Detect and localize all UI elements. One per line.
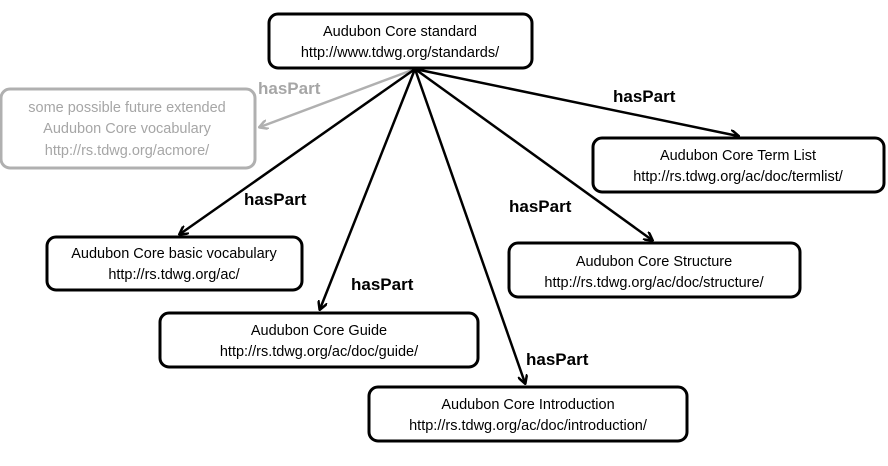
node-title: Audubon Core Term List bbox=[660, 148, 816, 164]
edge-termlist bbox=[414, 67, 738, 136]
node-title: Audubon Core Structure bbox=[576, 254, 732, 270]
node-title: Audubon Core vocabulary bbox=[43, 121, 211, 137]
node-url: http://rs.tdwg.org/acmore/ bbox=[45, 143, 210, 159]
edge-label-intro: hasPart bbox=[526, 350, 589, 369]
node-guide: Audubon Core Guide http://rs.tdwg.org/ac… bbox=[158, 311, 480, 369]
node-title: Audubon Core Introduction bbox=[441, 397, 614, 413]
node-basic: Audubon Core basic vocabulary http://rs.… bbox=[45, 235, 304, 292]
node-url: http://rs.tdwg.org/ac/doc/guide/ bbox=[220, 344, 419, 360]
edge-label-termlist: hasPart bbox=[613, 87, 676, 106]
node-url: http://www.tdwg.org/standards/ bbox=[301, 45, 500, 61]
node-intro: Audubon Core Introduction http://rs.tdwg… bbox=[367, 385, 689, 443]
node-url: http://rs.tdwg.org/ac/doc/introduction/ bbox=[409, 418, 648, 434]
edge-guide bbox=[320, 68, 417, 309]
edge-structure bbox=[414, 67, 652, 240]
node-standard: Audubon Core standard http://www.tdwg.or… bbox=[267, 12, 534, 70]
node-title: Audubon Core Guide bbox=[251, 323, 387, 339]
edge-intro bbox=[413, 68, 525, 383]
node-title: some possible future extended bbox=[28, 100, 226, 116]
node-title: Audubon Core basic vocabulary bbox=[71, 246, 277, 262]
node-future: some possible future extended Audubon Co… bbox=[0, 87, 257, 170]
edge-label-basic: hasPart bbox=[244, 190, 307, 209]
node-termlist: Audubon Core Term List http://rs.tdwg.or… bbox=[591, 136, 886, 194]
node-title: Audubon Core standard bbox=[323, 24, 477, 40]
edge-future bbox=[260, 67, 416, 127]
edge-label-guide: hasPart bbox=[351, 275, 414, 294]
edge-label-future: hasPart bbox=[258, 79, 321, 98]
node-url: http://rs.tdwg.org/ac/ bbox=[108, 267, 240, 283]
node-url: http://rs.tdwg.org/ac/doc/structure/ bbox=[544, 275, 764, 291]
node-url: http://rs.tdwg.org/ac/doc/termlist/ bbox=[633, 169, 843, 185]
edge-basic bbox=[180, 67, 416, 234]
edge-label-structure: hasPart bbox=[509, 197, 572, 216]
node-structure: Audubon Core Structure http://rs.tdwg.or… bbox=[507, 241, 802, 299]
